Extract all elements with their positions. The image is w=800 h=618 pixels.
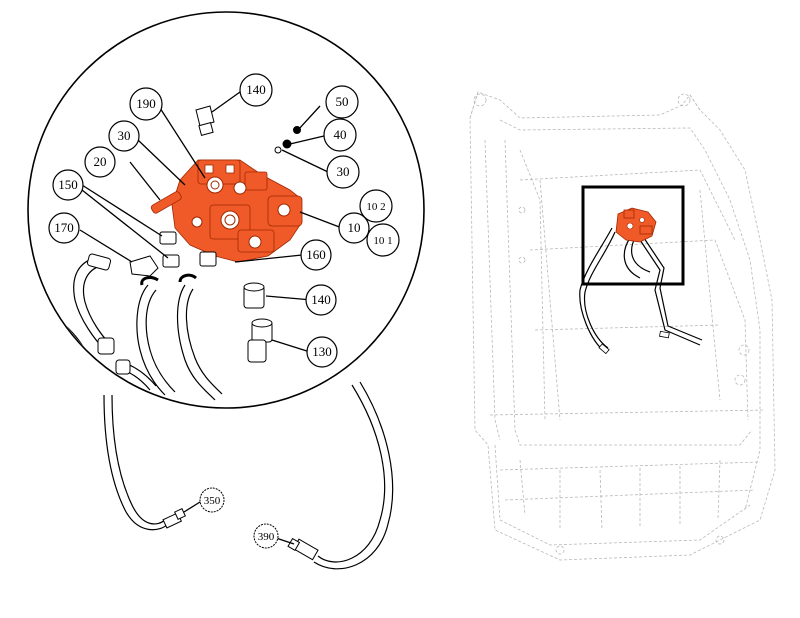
valve-small xyxy=(615,207,657,243)
callout-label: 390 xyxy=(258,531,275,543)
callout-170: 170 xyxy=(48,212,80,244)
callout-40: 40 xyxy=(323,118,357,152)
fitting-130 xyxy=(247,318,273,363)
callout-50: 50 xyxy=(325,85,359,119)
callout-label: 30 xyxy=(337,164,350,179)
callout-label: 10 xyxy=(348,220,361,235)
callout-130: 130 xyxy=(306,336,338,368)
callout-20: 20 xyxy=(84,146,116,178)
callout-390: 390 xyxy=(253,523,279,549)
callout-label: 350 xyxy=(204,495,221,507)
fitting-170 xyxy=(86,253,159,277)
callout-160: 160 xyxy=(300,239,332,271)
callout-label: 30 xyxy=(118,128,131,143)
machine-hoses xyxy=(579,227,703,355)
long-hoses xyxy=(103,381,394,570)
valve-block xyxy=(150,159,303,263)
callout-label: 190 xyxy=(136,96,156,111)
callout-140-top: 140 xyxy=(239,73,273,107)
callout-10-1: 10 1 xyxy=(366,223,400,257)
callout-label: 160 xyxy=(306,247,326,262)
callout-30-right: 30 xyxy=(326,155,360,189)
callout-label: 20 xyxy=(94,154,107,169)
hose-fitting-350 xyxy=(162,508,186,529)
callout-150: 150 xyxy=(52,169,84,201)
callout-label: 150 xyxy=(58,177,78,192)
fitting-140-top xyxy=(195,105,215,136)
callout-10-2: 10 2 xyxy=(359,189,393,223)
callout-10: 10 xyxy=(338,212,370,244)
callout-label: 50 xyxy=(336,94,349,109)
callout-190: 190 xyxy=(129,87,163,121)
callout-label: 10 2 xyxy=(366,201,385,213)
hose-bends xyxy=(140,273,197,286)
callout-350: 350 xyxy=(199,487,225,513)
callout-label: 140 xyxy=(246,82,266,97)
callout-30-left: 30 xyxy=(108,120,140,152)
fitting-140-mid xyxy=(243,282,265,309)
detail-frame xyxy=(581,185,685,286)
callout-label: 130 xyxy=(312,344,332,359)
hose-fitting-390 xyxy=(287,537,319,561)
callout-label: 10 1 xyxy=(373,235,392,247)
callout-label: 40 xyxy=(334,127,347,142)
leader-lines xyxy=(79,91,343,545)
machine-frame-ghost xyxy=(469,91,776,561)
callout-140-mid: 140 xyxy=(305,284,337,316)
callout-label: 170 xyxy=(54,220,74,235)
callout-label: 140 xyxy=(311,292,331,307)
